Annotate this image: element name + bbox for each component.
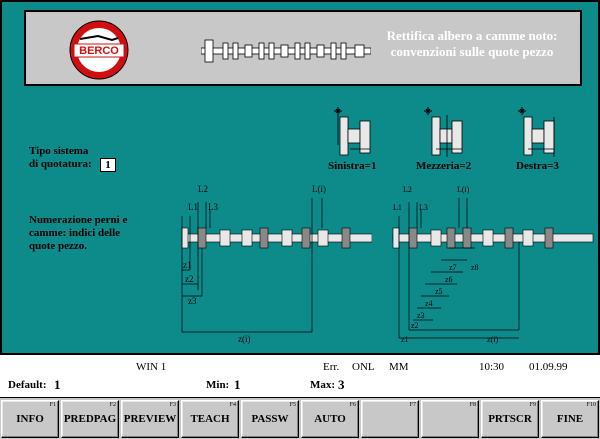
option-center-label: Mezzeria=2 — [416, 160, 472, 172]
online-indicator: ONL — [352, 361, 375, 373]
logo-text: BERCO — [79, 45, 119, 57]
camshaft-icon — [201, 39, 371, 63]
min-value: 1 — [234, 377, 241, 392]
label-l2: L2 — [403, 185, 412, 194]
max-value: 3 — [338, 377, 345, 392]
shaft-diagram-left: L2 L1 L3 L(i) z1 z2 z3 z(i) — [181, 184, 372, 344]
f2-predpag-button[interactable]: F2 PREDPAG — [61, 400, 119, 438]
label-l1: L1 — [393, 203, 402, 212]
f8-button[interactable]: F8 — [421, 400, 479, 438]
default-value: 1 — [54, 377, 61, 392]
label-z1: z1 — [183, 260, 192, 270]
label-li: L(i) — [457, 185, 470, 194]
f4-teach-button[interactable]: F4 TEACH — [181, 400, 239, 438]
berco-logo: BERCO — [69, 20, 129, 80]
f6-auto-button[interactable]: F6 AUTO — [301, 400, 359, 438]
f9-prtscr-button[interactable]: F9 PRTSCR — [481, 400, 539, 438]
option-center-icon — [424, 107, 463, 157]
status-area: WIN 1 Err. ONL MM 10:30 01.09.99 Default… — [0, 355, 600, 397]
unit-indicator: MM — [389, 361, 409, 373]
f5-passw-button[interactable]: F5 PASSW — [241, 400, 299, 438]
header-title-line2: convenzioni sulle quote pezzo — [390, 44, 554, 59]
f1-info-button[interactable]: F1 INFO — [1, 400, 59, 438]
system-input[interactable]: 1 — [100, 158, 116, 172]
label-zi: z(i) — [238, 334, 251, 344]
option-right-label: Destra=3 — [516, 160, 559, 172]
label-l3: L3 — [419, 203, 428, 212]
label-l3: L3 — [208, 202, 218, 212]
function-key-bar: F1 INFO F2 PREDPAG F3 PREVIEW F4 TEACH F… — [0, 397, 600, 439]
label-z4: z4 — [425, 299, 433, 308]
label-li: L(i) — [312, 184, 326, 194]
label-z5: z5 — [435, 287, 443, 296]
label-zi: z(i) — [487, 335, 498, 344]
header-title: Rettifica albero a camme noto: convenzio… — [372, 28, 572, 60]
label-z6: z6 — [445, 275, 453, 284]
f7-button[interactable]: F7 — [361, 400, 419, 438]
system-label: Tipo sistema di quotatura: — [29, 145, 92, 170]
option-right-icon — [518, 107, 555, 157]
default-label: Default: — [8, 379, 47, 391]
window-indicator: WIN 1 — [136, 361, 167, 373]
clock-date: 01.09.99 — [529, 361, 568, 373]
label-l2: L2 — [198, 184, 208, 194]
max-label: Max: — [310, 379, 336, 391]
f3-preview-button[interactable]: F3 PREVIEW — [121, 400, 179, 438]
label-l1: L1 — [188, 202, 198, 212]
min-label: Min: — [206, 379, 230, 391]
label-z1: z1 — [401, 335, 409, 344]
label-z3: z3 — [417, 311, 425, 320]
option-left-label: Sinistra=1 — [328, 160, 377, 172]
main-screen: BERCO Rettifica albero a camme noto: con… — [0, 0, 600, 355]
label-z8: z8 — [471, 263, 479, 272]
error-indicator: Err. — [323, 361, 340, 373]
label-z3: z3 — [188, 296, 197, 306]
shaft-diagram-right: L2 L1 L3 L(i) z8 z7 z6 z5 z4 z3 z2 z1 z(… — [392, 185, 594, 344]
option-left-icon — [334, 107, 371, 156]
f10-fine-button[interactable]: F10 FINE — [541, 400, 599, 438]
numbering-label: Numerazione perni e camme: indici delle … — [29, 214, 128, 252]
header-panel: BERCO Rettifica albero a camme noto: con… — [24, 10, 582, 86]
clock-time: 10:30 — [479, 361, 505, 373]
label-z7: z7 — [449, 263, 457, 272]
label-z2: z2 — [185, 274, 194, 284]
label-z2: z2 — [411, 321, 419, 330]
header-title-line1: Rettifica albero a camme noto: — [386, 28, 558, 43]
